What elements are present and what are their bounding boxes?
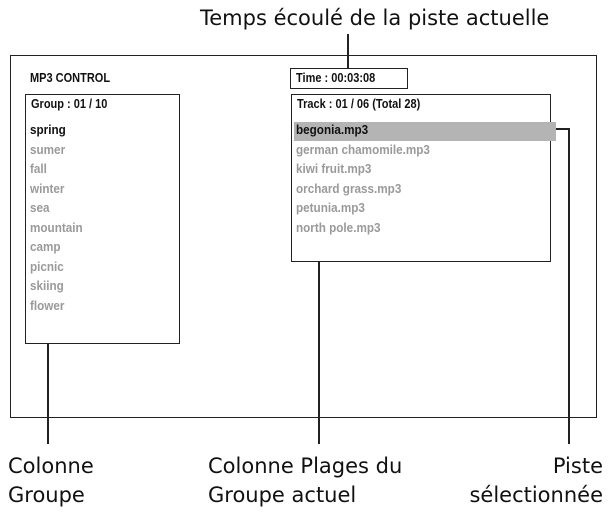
group-header: Group : 01 / 10 [31,97,108,111]
mp3-control-screen [10,55,597,418]
group-column-callout-line2: Groupe [8,483,85,507]
track-list-item[interactable]: petunia.mp3 [296,200,365,215]
group-list-item[interactable]: skiing [30,278,64,293]
group-list-item[interactable]: camp [30,239,61,254]
track-header: Track : 01 / 06 (Total 28) [297,97,421,111]
track-column-leader-line [318,262,320,444]
track-list: begonia.mp3 german chamomile.mp3 kiwi frui… [296,120,445,237]
track-list-item[interactable]: german chamomile.mp3 [296,141,430,157]
tracks-column-callout-line2: Groupe actuel [208,483,357,507]
group-list-item[interactable]: flower [30,297,65,313]
track-list-item[interactable]: orchard grass.mp3 [296,180,402,196]
group-list-item[interactable]: spring [30,122,66,137]
selected-track-callout-line1: Piste [552,454,603,478]
group-list-item[interactable]: mountain [30,219,83,235]
screen-title: MP3 CONTROL [30,71,111,85]
group-column: Group : 01 / 10 [25,94,180,344]
selected-track-leader-horizontal [556,128,569,130]
group-list-item[interactable]: picnic [30,258,64,274]
track-list-item[interactable]: begonia.mp3 [296,122,369,137]
group-column-leader-line [47,344,49,444]
elapsed-time-leader-line [347,34,349,68]
selected-track-highlight [294,122,556,141]
elapsed-time-box: Time : 00:03:08 [290,68,408,89]
selected-track-leader-vertical [568,128,570,444]
tracks-column-callout: Colonne Plages du Groupe actuel [208,452,402,510]
group-list-item[interactable]: sumer [30,141,66,157]
group-column-callout-line1: Colonne [8,454,94,478]
group-list: spring sumer fall winter sea mountain camp picn… [30,120,89,315]
selected-track-callout-line2: sélectionnée [469,483,603,507]
selected-track-callout: Piste sélectionnée [469,452,603,510]
tracks-column-callout-line1: Colonne Plages du [208,454,403,478]
group-list-item[interactable]: fall [30,161,47,176]
track-list-item[interactable]: north pole.mp3 [296,219,381,235]
elapsed-time-callout: Temps écoulé de la piste actuelle [200,6,550,30]
group-column-callout: Colonne Groupe [8,452,94,510]
track-list-item[interactable]: kiwi fruit.mp3 [296,161,372,176]
group-list-item[interactable]: sea [30,200,50,215]
elapsed-time-value: Time : 00:03:08 [296,71,376,85]
group-list-item[interactable]: winter [30,180,65,196]
